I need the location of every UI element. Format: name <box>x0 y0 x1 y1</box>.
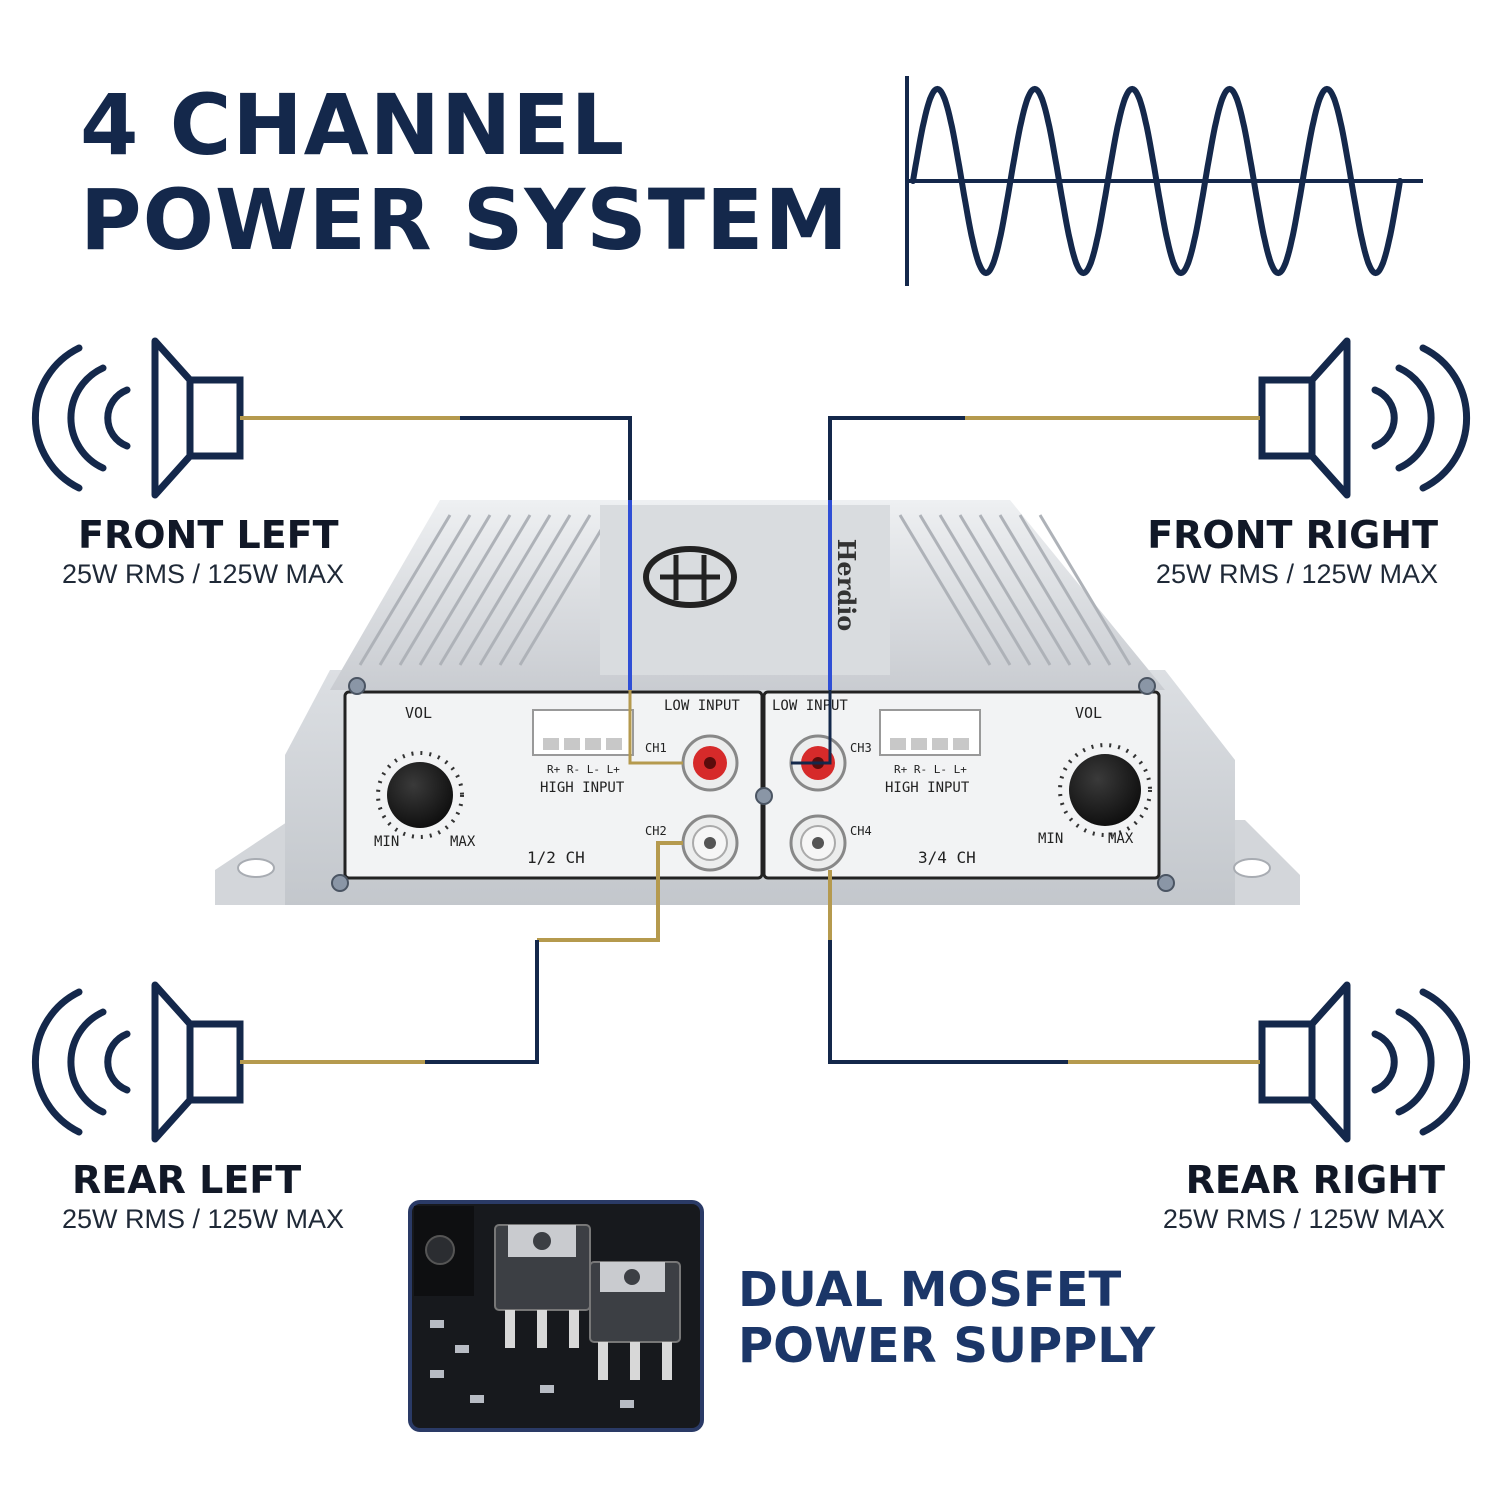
sine-wave-icon <box>905 76 1423 286</box>
feature-line-1: DUAL MOSFET <box>738 1262 1122 1318</box>
feature-line-2: POWER SUPPLY <box>738 1318 1156 1374</box>
speaker-icon <box>1262 341 1467 495</box>
front-right-title: FRONT RIGHT <box>1147 513 1438 557</box>
rear-left-label: REAR LEFT 25W RMS / 125W MAX <box>62 1158 344 1235</box>
rca-jack-ch1[interactable] <box>681 734 739 792</box>
front-right-spec: 25W RMS / 125W MAX <box>1155 559 1438 589</box>
mosfet-board-image <box>408 1200 704 1432</box>
high-input-label-right: HIGH INPUT <box>885 780 970 796</box>
front-left-label: FRONT LEFT 25W RMS / 125W MAX <box>62 513 344 590</box>
pin-labels-left: R+ R- L- L+ <box>547 763 620 776</box>
section-label-left: 1/2 CH <box>527 848 585 867</box>
brand-logo: Herdio <box>643 539 861 632</box>
amplifier: Herdio VOL MIN MAX LOW INPUT R+ R- L- L+… <box>215 500 1300 905</box>
headline: 4 CHANNEL POWER SYSTEM <box>80 78 849 268</box>
vol-label-right: VOL <box>1075 704 1102 722</box>
low-input-label-left: LOW INPUT <box>664 698 740 714</box>
volume-knob-right[interactable] <box>1069 754 1141 826</box>
vol-label-left: VOL <box>405 704 432 722</box>
rear-left-title: REAR LEFT <box>72 1158 302 1202</box>
front-left-title: FRONT LEFT <box>78 513 339 557</box>
speaker-icon <box>35 341 240 495</box>
speaker-icon <box>1262 985 1467 1139</box>
speaker-icon <box>35 985 240 1139</box>
rear-left-spec: 25W RMS / 125W MAX <box>62 1204 345 1234</box>
max-label-left: MAX <box>450 834 476 850</box>
max-label-right: MAX <box>1108 831 1134 847</box>
min-label-left: MIN <box>374 834 399 850</box>
headline-line-2: POWER SYSTEM <box>80 171 850 269</box>
brand-name: Herdio <box>832 539 861 632</box>
rear-right-title: REAR RIGHT <box>1185 1158 1445 1202</box>
pin-labels-right: R+ R- L- L+ <box>894 763 967 776</box>
low-input-label-right: LOW INPUT <box>772 698 848 714</box>
section-label-right: 3/4 CH <box>918 848 976 867</box>
ch2-label: CH2 <box>645 824 667 838</box>
high-input-label-left: HIGH INPUT <box>540 780 625 796</box>
rca-jack-ch2[interactable] <box>681 814 739 872</box>
rear-right-spec: 25W RMS / 125W MAX <box>1162 1204 1445 1234</box>
feature-title: DUAL MOSFET POWER SUPPLY <box>738 1262 1155 1374</box>
wiring <box>240 416 1260 1064</box>
front-left-spec: 25W RMS / 125W MAX <box>62 559 345 589</box>
headline-line-1: 4 CHANNEL <box>80 76 626 174</box>
ch4-label: CH4 <box>850 824 872 838</box>
ch1-label: CH1 <box>645 741 667 755</box>
min-label-right: MIN <box>1038 831 1063 847</box>
rca-jack-ch4[interactable] <box>789 814 847 872</box>
volume-knob-left[interactable] <box>387 762 453 828</box>
ch3-label: CH3 <box>850 741 872 755</box>
rear-right-label: REAR RIGHT 25W RMS / 125W MAX <box>1163 1158 1445 1235</box>
front-right-label: FRONT RIGHT 25W RMS / 125W MAX <box>1147 513 1438 590</box>
